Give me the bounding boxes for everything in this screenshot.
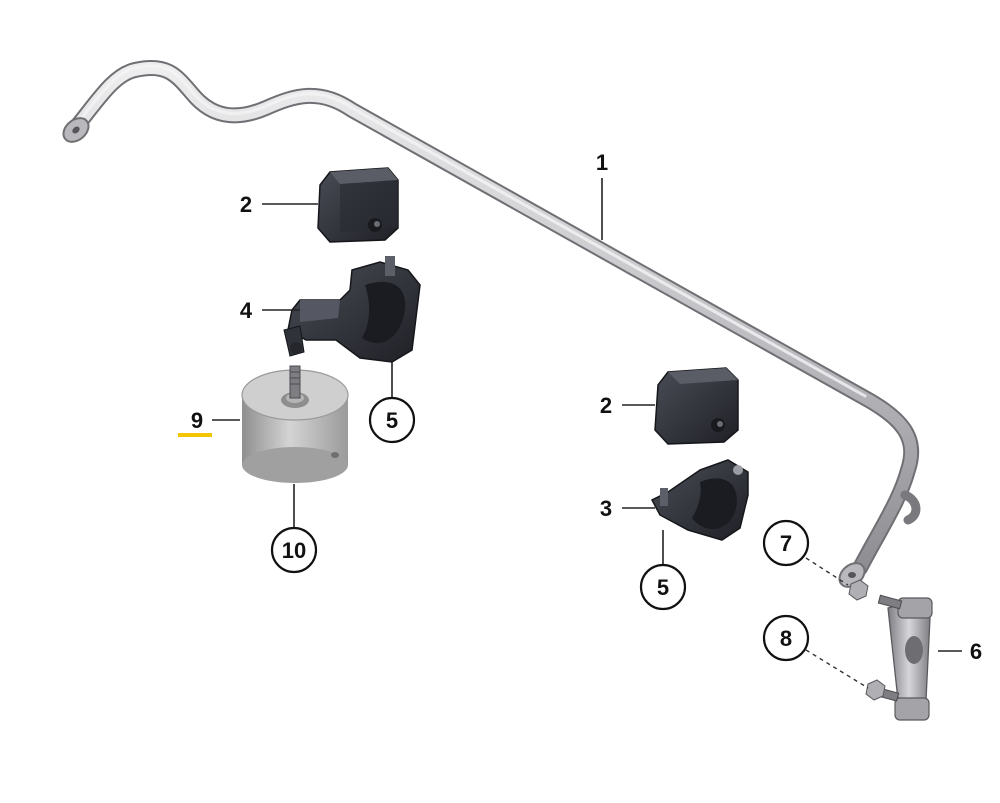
rubber-bushing-upper (317, 167, 399, 243)
highlight-underline (178, 433, 212, 437)
callout-2-upper: 2 (240, 192, 252, 217)
stabilizer-bar (62, 60, 921, 588)
hex-nut-7 (848, 579, 869, 601)
bracket-with-clamp (283, 256, 421, 363)
svg-text:7: 7 (780, 531, 792, 556)
callout-5-lower: 5 (639, 563, 687, 611)
svg-text:10: 10 (282, 538, 306, 563)
callout-7: 7 (762, 519, 810, 567)
lower-bracket (650, 459, 749, 541)
callout-3: 3 (600, 496, 612, 521)
bar-left-eye (62, 117, 90, 143)
callout-10: 10 (270, 526, 318, 574)
leader-lines (212, 178, 962, 689)
callout-4: 4 (240, 298, 253, 323)
callout-5-upper: 5 (368, 396, 416, 444)
svg-text:8: 8 (780, 626, 792, 651)
callout-8: 8 (762, 614, 810, 662)
hex-screw (289, 365, 301, 399)
hex-nut-8 (865, 679, 886, 701)
stabilizer-link (872, 594, 933, 721)
svg-text:5: 5 (386, 408, 398, 433)
rubber-bushing-lower (654, 367, 739, 445)
callout-6: 6 (970, 639, 982, 664)
svg-text:5: 5 (657, 575, 669, 600)
callout-1: 1 (596, 150, 608, 175)
callout-2-lower: 2 (600, 393, 612, 418)
callout-9: 9 (191, 408, 203, 433)
additional-weight (241, 369, 349, 483)
